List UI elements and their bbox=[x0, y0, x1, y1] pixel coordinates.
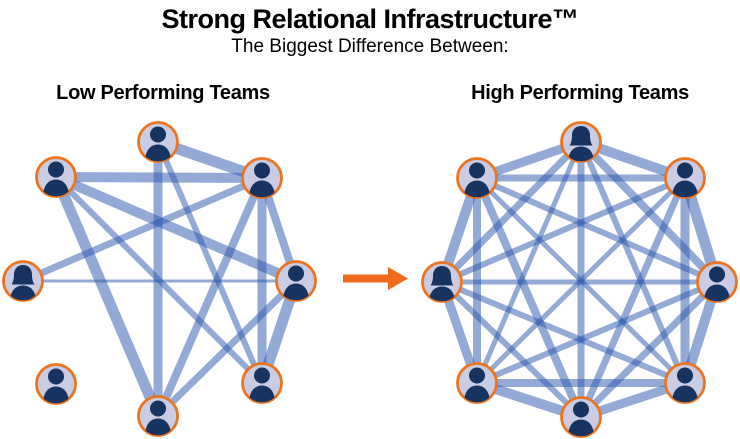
low-performing-network-node-4-avatar bbox=[275, 260, 317, 302]
low-performing-network-node-2-avatar bbox=[241, 157, 283, 199]
low-performing-network-node-0-avatar bbox=[137, 121, 179, 163]
high-performing-network-edge-1-4 bbox=[475, 175, 719, 285]
high-performing-network-edge-1-7 bbox=[473, 176, 585, 419]
high-performing-network-edge-2-3 bbox=[440, 175, 687, 285]
high-performing-network-edge-2-7 bbox=[577, 176, 689, 419]
high-performing-network-node-5-avatar bbox=[456, 362, 498, 404]
low-performing-network-node-6-avatar bbox=[241, 362, 283, 404]
high-performing-network-node-6-avatar bbox=[664, 362, 706, 404]
low-performing-label: Low Performing Teams bbox=[56, 82, 270, 104]
high-performing-network-edge-0-6 bbox=[578, 140, 688, 385]
high-performing-network-edge-4-5 bbox=[475, 279, 719, 386]
high-performing-network-node-7-avatar bbox=[560, 396, 602, 438]
arrow-right-icon bbox=[343, 267, 408, 290]
high-performing-label: High Performing Teams bbox=[471, 82, 689, 104]
high-performing-network-node-0-avatar bbox=[560, 121, 602, 163]
low-performing-network-node-1-avatar bbox=[35, 156, 77, 198]
high-performing-network-node-4-avatar bbox=[696, 261, 738, 303]
low-performing-network-edge-0-6 bbox=[155, 140, 265, 385]
low-performing-network-node-5-avatar bbox=[35, 363, 77, 405]
low-performing-network-edge-2-3 bbox=[21, 174, 264, 285]
page-subtitle: The Biggest Difference Between: bbox=[231, 36, 509, 57]
low-performing-network-edge-1-7 bbox=[50, 174, 164, 419]
high-performing-network-node-3-avatar bbox=[421, 261, 463, 303]
low-performing-network-edge-1-4 bbox=[54, 172, 298, 286]
nodes-layer bbox=[2, 121, 738, 438]
low-performing-network-node-3-avatar bbox=[2, 260, 44, 302]
high-performing-network-node-1-avatar bbox=[456, 157, 498, 199]
high-performing-network-edge-3-6 bbox=[440, 279, 687, 386]
page-title: Strong Relational Infrastructure™ bbox=[161, 4, 579, 34]
low-performing-network-node-7-avatar bbox=[137, 395, 179, 437]
high-performing-network-node-2-avatar bbox=[664, 157, 706, 199]
low-performing-network-edge-4-7 bbox=[155, 278, 299, 419]
low-performing-network-edge-2-7 bbox=[154, 176, 266, 418]
high-performing-network-edge-0-5 bbox=[474, 141, 584, 384]
